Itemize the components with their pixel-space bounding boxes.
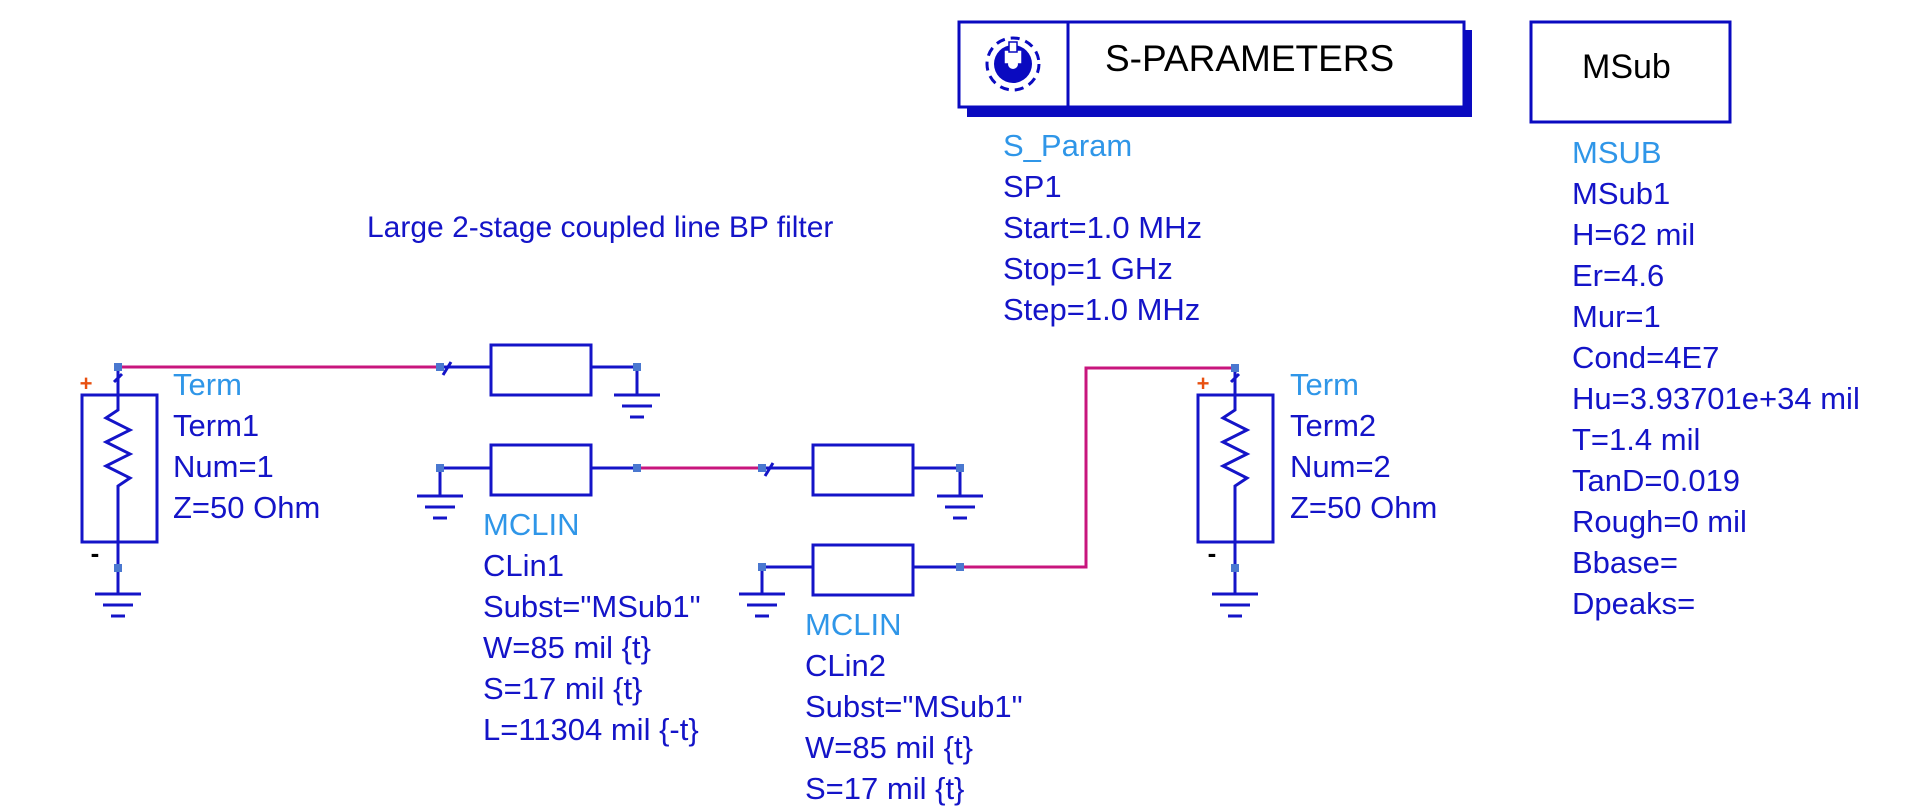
- term1-symbol[interactable]: [80, 369, 159, 618]
- clin1-param: W=85 mil {t}: [483, 630, 651, 665]
- clin1-param: Subst="MSub1": [483, 589, 701, 624]
- term1-param: Num=1: [173, 449, 274, 484]
- msub-param: H=62 mil: [1572, 217, 1696, 252]
- gear-icon: [985, 36, 1041, 92]
- term2-param: Num=2: [1290, 449, 1391, 484]
- clin1-param: S=17 mil {t}: [483, 671, 643, 706]
- msub-param: Bbase=: [1572, 545, 1679, 580]
- term2-plus-sign: +: [1197, 371, 1210, 396]
- term1-type: Term: [173, 367, 242, 402]
- clin2-name: CLin2: [805, 648, 886, 683]
- msub-type: MSUB: [1572, 135, 1662, 170]
- sparam-param: Start=1.0 MHz: [1003, 210, 1202, 245]
- msub-param: Mur=1: [1572, 299, 1661, 334]
- sparam-type: S_Param: [1003, 128, 1133, 163]
- sparam-name: SP1: [1003, 169, 1062, 204]
- clin2-param: W=85 mil {t}: [805, 730, 973, 765]
- sparam-block[interactable]: [957, 20, 1472, 117]
- clin2-param: Subst="MSub1": [805, 689, 1023, 724]
- term2-symbol[interactable]: [1196, 369, 1275, 618]
- schematic-title: Large 2-stage coupled line BP filter: [367, 211, 834, 244]
- msub-header: MSub: [1582, 48, 1671, 86]
- sparam-param: Stop=1 GHz: [1003, 251, 1173, 286]
- clin2-type: MCLIN: [805, 607, 902, 642]
- term1-minus-sign: -: [91, 538, 100, 568]
- msub-block[interactable]: [1529, 20, 1732, 124]
- msub-param: TanD=0.019: [1572, 463, 1741, 498]
- msub-param: Er=4.6: [1572, 258, 1665, 293]
- term2-param: Z=50 Ohm: [1290, 490, 1438, 525]
- sparam-param: Step=1.0 MHz: [1003, 292, 1201, 327]
- clin2-symbol[interactable]: [739, 443, 983, 618]
- term1-name: Term1: [173, 408, 260, 443]
- pins: [114, 363, 1239, 572]
- msub-param: Cond=4E7: [1572, 340, 1720, 375]
- clin1-type: MCLIN: [483, 507, 580, 542]
- term2-name: Term2: [1290, 408, 1377, 443]
- msub-param: Dpeaks=: [1572, 586, 1696, 621]
- term2-type: Term: [1290, 367, 1359, 402]
- term1-plus-sign: +: [80, 371, 93, 396]
- sparam-header: S-PARAMETERS: [1105, 38, 1395, 79]
- msub-param: Rough=0 mil: [1572, 504, 1747, 539]
- msub-param: Hu=3.93701e+34 mil: [1572, 381, 1860, 416]
- term2-minus-sign: -: [1208, 538, 1217, 568]
- wire-clin2-term2: [960, 366, 1235, 569]
- clin1-name: CLin1: [483, 548, 564, 583]
- msub-param: T=1.4 mil: [1572, 422, 1701, 457]
- clin1-param: L=11304 mil {-t}: [483, 712, 699, 747]
- term1-param: Z=50 Ohm: [173, 490, 321, 525]
- wires: [118, 365, 1235, 569]
- clin1-symbol[interactable]: [417, 343, 660, 520]
- msub-name: MSub1: [1572, 176, 1671, 211]
- clin2-param: S=17 mil {t}: [805, 771, 965, 806]
